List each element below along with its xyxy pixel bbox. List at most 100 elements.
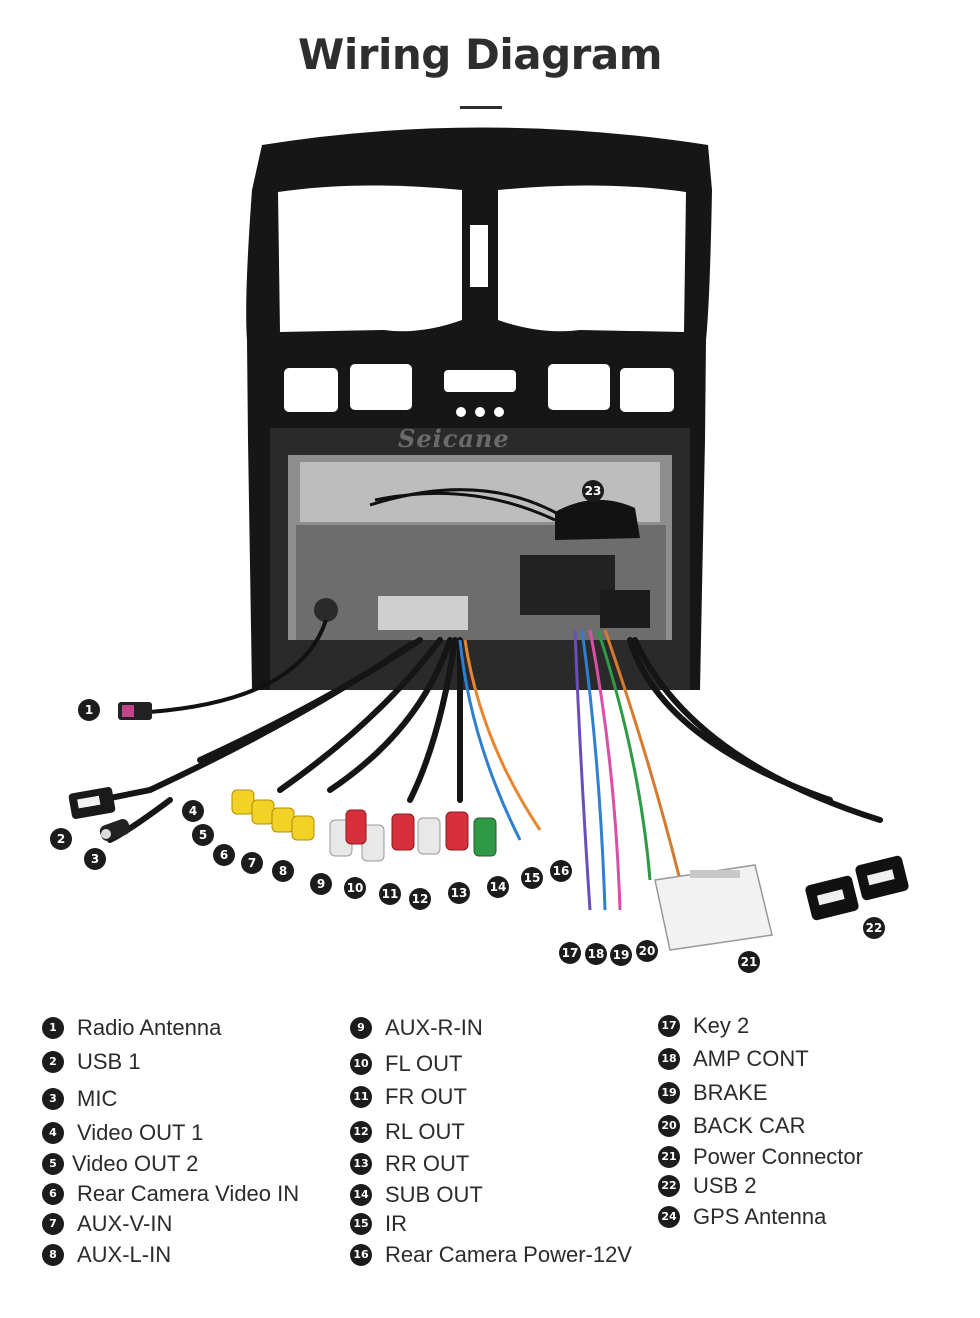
legend-item: 12 RL OUT <box>350 1119 465 1145</box>
callout-marker: 5 <box>192 824 214 846</box>
power-connector <box>654 864 773 951</box>
gps-antenna-module <box>369 488 640 540</box>
legend-number: 21 <box>658 1146 680 1168</box>
callout-marker: 2 <box>50 828 72 850</box>
legend-label: FL OUT <box>385 1051 463 1076</box>
legend-number: 7 <box>42 1213 64 1235</box>
legend-label: Radio Antenna <box>77 1015 222 1040</box>
legend-number: 4 <box>42 1122 64 1144</box>
callout-marker: 14 <box>487 876 509 898</box>
legend-label: FR OUT <box>385 1084 467 1109</box>
legend-item: 3 MIC <box>42 1086 117 1112</box>
legend-label: BRAKE <box>693 1080 768 1105</box>
legend-number: 14 <box>350 1184 372 1206</box>
legend-number: 22 <box>658 1175 680 1197</box>
legend-label: Rear Camera Power-12V <box>385 1242 632 1267</box>
radio-antenna-cable <box>118 619 328 720</box>
callout-marker: 23 <box>582 480 604 502</box>
legend-number: 2 <box>42 1051 64 1073</box>
callout-marker: 18 <box>585 943 607 965</box>
usb1-mic-connectors <box>68 787 131 841</box>
legend-number: 9 <box>350 1017 372 1039</box>
legend-number: 11 <box>350 1086 372 1108</box>
legend-item: 22 USB 2 <box>658 1173 757 1199</box>
stereo-wiring-illustration <box>68 127 909 951</box>
legend-item: 21 Power Connector <box>658 1144 863 1170</box>
legend-label: RR OUT <box>385 1151 470 1176</box>
legend-label: Video OUT 1 <box>77 1120 204 1145</box>
loose-wires <box>458 629 682 911</box>
legend-number: 20 <box>658 1115 680 1137</box>
callout-marker: 20 <box>636 940 658 962</box>
legend-item: 9 AUX-R-IN <box>350 1015 483 1041</box>
callout-marker: 19 <box>610 944 632 966</box>
callout-marker: 4 <box>182 800 204 822</box>
legend-label: USB 2 <box>693 1173 757 1198</box>
legend-label: MIC <box>77 1086 118 1111</box>
callout-marker: 6 <box>213 844 235 866</box>
legend-label: AMP CONT <box>693 1046 809 1071</box>
legend-number: 8 <box>42 1244 64 1266</box>
legend-label: Power Connector <box>693 1144 863 1169</box>
legend-item: 2 USB 1 <box>42 1049 141 1075</box>
callout-marker: 8 <box>272 860 294 882</box>
callout-marker: 21 <box>738 951 760 973</box>
legend-item: 18 AMP CONT <box>658 1046 809 1072</box>
callout-marker: 9 <box>310 873 332 895</box>
legend-number: 19 <box>658 1082 680 1104</box>
usb2-connectors <box>805 855 909 921</box>
legend-item: 13 RR OUT <box>350 1151 469 1177</box>
legend-item: 24 GPS Antenna <box>658 1204 826 1230</box>
legend-label: SUB OUT <box>385 1182 483 1207</box>
legend-item: 19 BRAKE <box>658 1080 768 1106</box>
legend-item: 11 FR OUT <box>350 1084 467 1110</box>
callout-marker: 7 <box>241 852 263 874</box>
legend-label: GPS Antenna <box>693 1204 827 1229</box>
legend-number: 13 <box>350 1153 372 1175</box>
legend-item: 14 SUB OUT <box>350 1182 483 1208</box>
callout-marker: 10 <box>344 877 366 899</box>
legend-number: 15 <box>350 1213 372 1235</box>
head-unit <box>288 455 672 640</box>
legend-label: Key 2 <box>693 1013 750 1038</box>
legend-item: 10 FL OUT <box>350 1051 462 1077</box>
callout-marker: 15 <box>521 867 543 889</box>
legend-label: Rear Camera Video IN <box>77 1181 300 1206</box>
brand-watermark: Seicane <box>398 424 510 453</box>
legend-number: 3 <box>42 1088 64 1110</box>
legend-item: 16 Rear Camera Power-12V <box>350 1242 632 1268</box>
callout-marker: 11 <box>379 883 401 905</box>
legend-item: 5 Video OUT 2 <box>42 1151 198 1177</box>
legend-label: Video OUT 2 <box>72 1151 199 1176</box>
legend-number: 6 <box>42 1183 64 1205</box>
callout-marker: 22 <box>863 917 885 939</box>
legend-number: 24 <box>658 1206 680 1228</box>
page-title: Wiring Diagram <box>298 30 662 79</box>
legend-item: 7 AUX-V-IN <box>42 1211 172 1237</box>
legend-item: 4 Video OUT 1 <box>42 1120 203 1146</box>
legend-number: 12 <box>350 1121 372 1143</box>
callout-marker: 13 <box>448 882 470 904</box>
legend-item: 15 IR <box>350 1211 407 1237</box>
legend-number: 10 <box>350 1053 372 1075</box>
legend-number: 5 <box>42 1153 64 1175</box>
callout-marker: 1 <box>78 699 100 721</box>
legend-item: 6 Rear Camera Video IN <box>42 1181 299 1207</box>
legend-number: 18 <box>658 1048 680 1070</box>
rca-connectors <box>231 789 497 862</box>
legend-label: IR <box>385 1211 407 1236</box>
legend-label: AUX-L-IN <box>77 1242 172 1267</box>
callout-marker: 3 <box>84 848 106 870</box>
legend-number: 16 <box>350 1244 372 1266</box>
legend-label: AUX-V-IN <box>77 1211 173 1236</box>
title-underline <box>460 106 502 109</box>
callout-marker: 12 <box>409 888 431 910</box>
legend-number: 1 <box>42 1017 64 1039</box>
legend-item: 8 AUX-L-IN <box>42 1242 171 1268</box>
callout-marker: 17 <box>559 942 581 964</box>
legend-label: USB 1 <box>77 1049 141 1074</box>
legend-label: RL OUT <box>385 1119 465 1144</box>
legend-label: AUX-R-IN <box>385 1015 483 1040</box>
